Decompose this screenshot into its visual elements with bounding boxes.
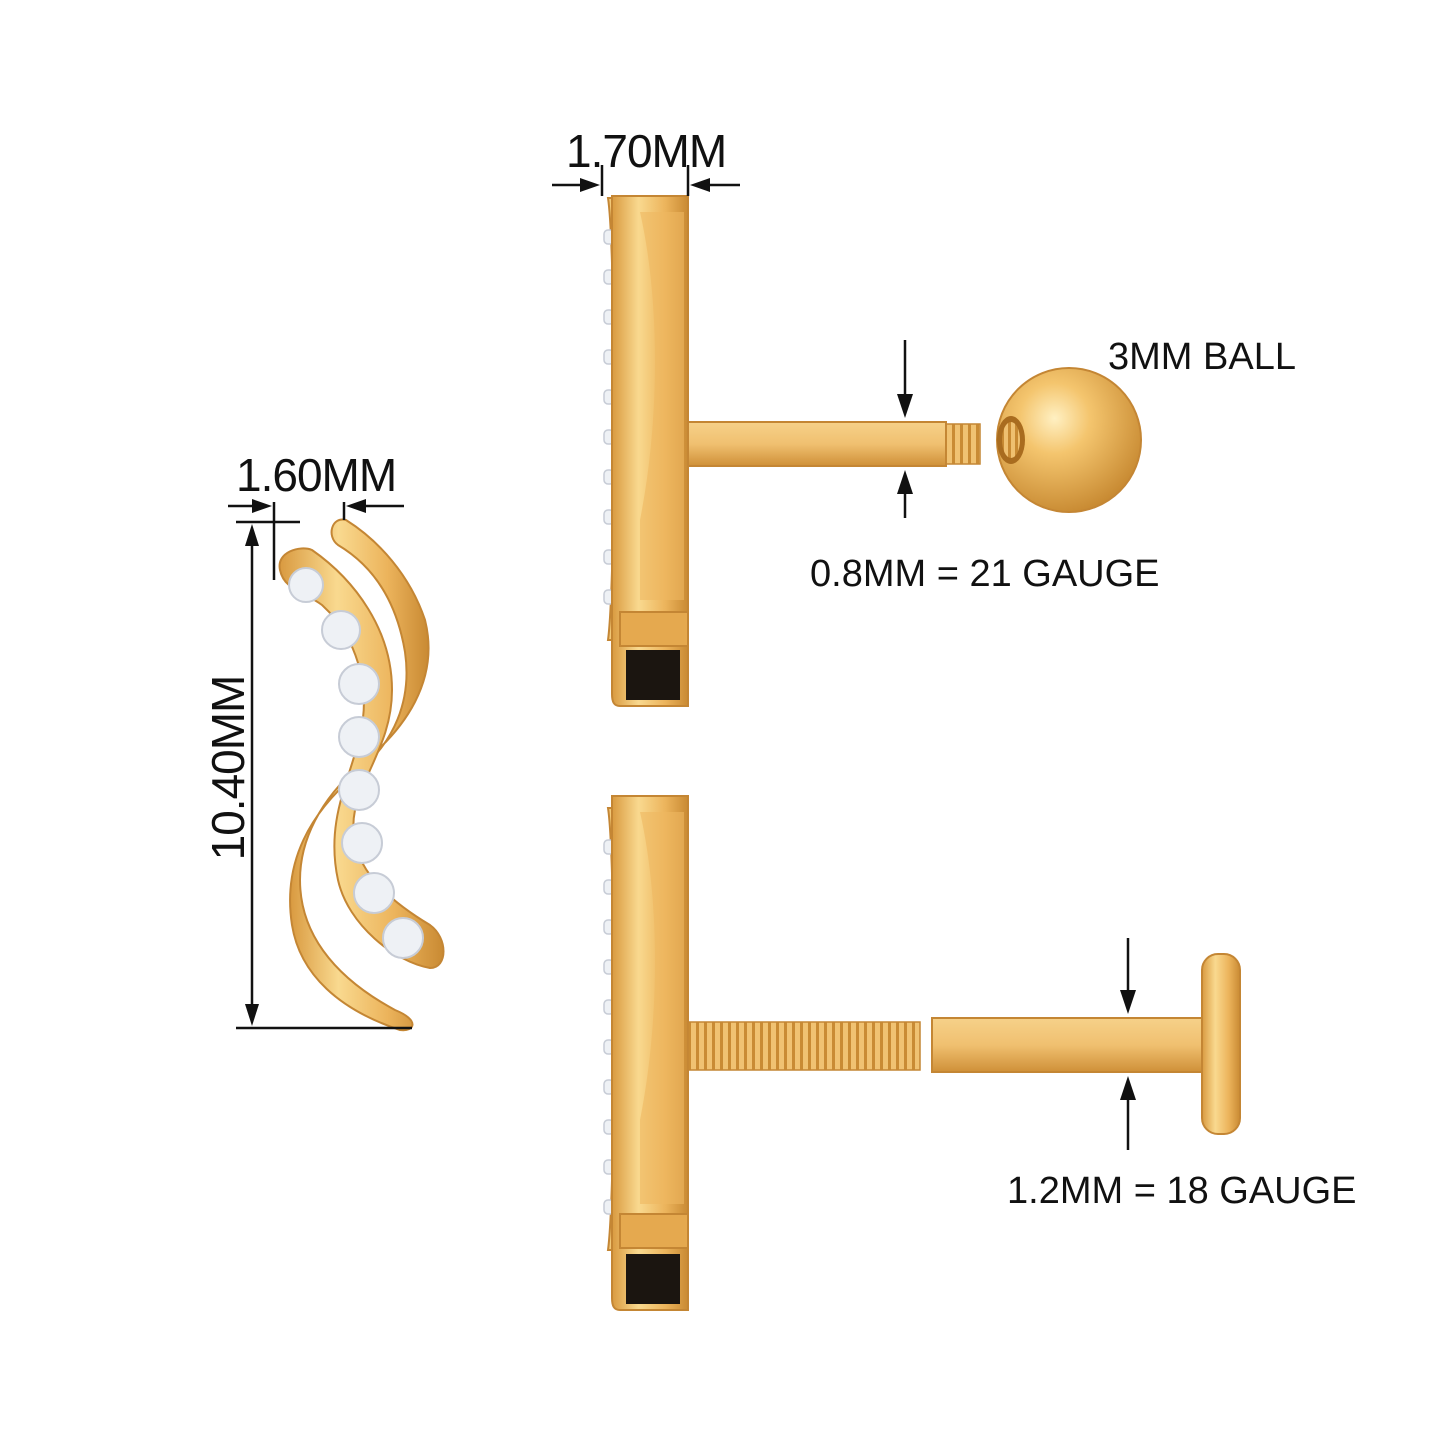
post-threaded: [687, 1021, 921, 1071]
gauge-21-label: 0.8MM = 21 GAUGE: [810, 553, 1160, 595]
ball-size-label: 3MM BALL: [1108, 336, 1296, 378]
wave-back-strand: [289, 518, 430, 1032]
stone: [353, 872, 395, 914]
stone: [338, 769, 380, 811]
stone: [341, 822, 383, 864]
bottom-dimension-lines: [1120, 938, 1136, 1150]
flat-back-post: [931, 1017, 1213, 1073]
top-dimension-lines: [552, 165, 913, 518]
stone: [321, 610, 361, 650]
front-width-label: 1.60MM: [236, 449, 397, 501]
height-label: 10.40MM: [202, 675, 254, 861]
stone: [338, 663, 380, 705]
top-width-label: 1.70MM: [566, 125, 727, 177]
pave-stones: [288, 567, 424, 959]
post-thin: [687, 421, 947, 467]
flat-back-disc: [1201, 953, 1241, 1135]
side-view-bottom: [603, 795, 1241, 1311]
stone: [382, 917, 424, 959]
front-dimension-lines: [228, 499, 412, 1030]
stone: [288, 567, 324, 603]
side-view-top: [603, 195, 1142, 707]
stone: [338, 716, 380, 758]
gauge-18-label: 1.2MM = 18 GAUGE: [1007, 1170, 1357, 1212]
back-slot-top: [626, 650, 680, 700]
back-slot-bottom: [626, 1254, 680, 1304]
post-thin-thread: [945, 423, 981, 465]
front-view-earring: [278, 518, 445, 1032]
